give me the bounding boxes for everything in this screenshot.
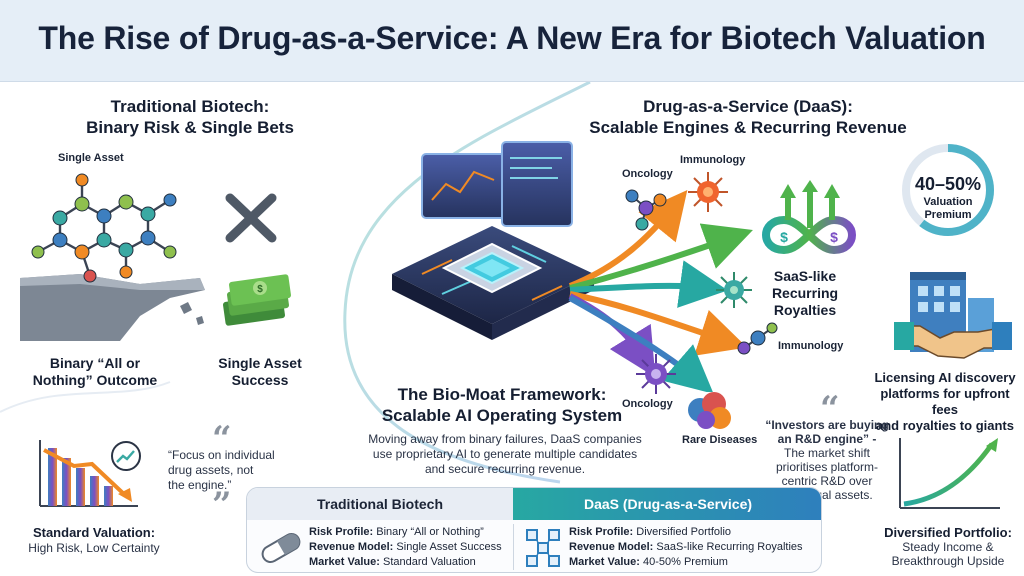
molecule-cliff-icon xyxy=(20,173,205,341)
right-quote-text: “Investors are buying an R&D engine” - T… xyxy=(765,418,889,502)
svg-text:$: $ xyxy=(830,229,838,245)
table-divider xyxy=(513,524,514,570)
molecule-icon xyxy=(625,189,667,231)
svg-text:$: $ xyxy=(257,284,263,295)
licensing-label: Licensing AI discovery platforms for upf… xyxy=(874,370,1016,433)
binary-outcome-label: Binary “All or Nothing” Outcome xyxy=(32,355,158,388)
network-icon xyxy=(526,529,560,567)
right-heading: Drug-as-a-Service (DaaS): Scalable Engin… xyxy=(578,96,918,138)
virus-icon xyxy=(688,172,728,212)
saas-royalties-label: SaaS-like Recurring Royalties xyxy=(771,268,839,318)
virus-icon-green xyxy=(716,272,752,308)
table-row: Risk Profile: Binary “All or Nothing” xyxy=(309,526,484,538)
quote-icon: “ xyxy=(212,419,232,459)
immunology-label-top: Immunology xyxy=(680,154,746,166)
ai-chip-icon xyxy=(392,141,594,340)
right-heading-line2: Scalable Engines & Recurring Revenue xyxy=(589,118,907,137)
immunology-label-mid: Immunology xyxy=(778,340,844,352)
rare-diseases-label: Rare Diseases xyxy=(682,434,758,446)
engine-arrows xyxy=(568,190,753,392)
table-row: Market Value: Standard Valuation xyxy=(309,556,476,568)
left-quote-text: “Focus on individual drug assets, not th… xyxy=(168,448,275,492)
left-heading: Traditional Biotech: Binary Risk & Singl… xyxy=(40,96,340,138)
cell-cluster-icon xyxy=(688,392,731,429)
quote-close-icon: ” xyxy=(212,485,232,525)
premium-label: Valuation Premium xyxy=(923,196,973,221)
single-asset-label: Single Asset xyxy=(58,152,124,164)
premium-gauge-icon xyxy=(902,144,994,236)
declining-chart-icon xyxy=(39,440,141,507)
pill-icon xyxy=(261,533,301,563)
svg-text:$: $ xyxy=(780,229,788,245)
oncology-label-bottom: Oncology xyxy=(622,398,673,410)
quote-icon-right: “ xyxy=(820,389,840,429)
right-heading-line1: Drug-as-a-Service (DaaS): xyxy=(643,97,853,116)
x-icon xyxy=(225,193,277,243)
single-asset-success-label: Single Asset Success xyxy=(218,355,302,388)
center-heading: The Bio-Moat Framework: Scalable AI Oper… xyxy=(372,384,632,426)
table-row: Revenue Model: SaaS-like Recurring Royal… xyxy=(569,541,803,553)
portfolio-title: Diversified Portfolio: xyxy=(884,525,1012,540)
money-stack-icon: $ xyxy=(223,274,291,326)
left-heading-line2: Binary Risk & Single Bets xyxy=(86,118,294,137)
growth-chart-icon xyxy=(899,438,1000,509)
center-heading-line2: Scalable AI Operating System xyxy=(381,406,623,425)
table-header-traditional: Traditional Biotech xyxy=(247,488,513,520)
comparison-table: Traditional Biotech DaaS (Drug-as-a-Serv… xyxy=(246,487,822,573)
table-row: Market Value: 40-50% Premium xyxy=(569,556,728,568)
standard-valuation-title: Standard Valuation: xyxy=(32,525,156,540)
portfolio-sub: Steady Income & Breakthrough Upside xyxy=(891,540,1005,568)
table-header-daas: DaaS (Drug-as-a-Service) xyxy=(513,488,821,520)
center-body: Moving away from binary failures, DaaS c… xyxy=(368,432,642,476)
infinity-dollar-icon: $ $ xyxy=(762,180,856,255)
left-heading-line1: Traditional Biotech: xyxy=(110,97,270,116)
table-row: Revenue Model: Single Asset Success xyxy=(309,541,502,553)
center-heading-line1: The Bio-Moat Framework: xyxy=(397,385,607,404)
table-row: Risk Profile: Diversified Portfolio xyxy=(569,526,732,538)
standard-valuation-sub: High Risk, Low Certainty xyxy=(28,541,160,555)
handshake-icon xyxy=(894,322,1012,359)
title-bar xyxy=(0,0,1024,82)
page-title: The Rise of Drug-as-a-Service: A New Era… xyxy=(38,20,986,56)
premium-value: 40–50% xyxy=(914,174,982,194)
oncology-label-top: Oncology xyxy=(622,168,673,180)
molecule-icon-purple xyxy=(737,322,778,355)
virus-icon-purple xyxy=(636,354,676,394)
background-swoosh xyxy=(0,82,591,484)
